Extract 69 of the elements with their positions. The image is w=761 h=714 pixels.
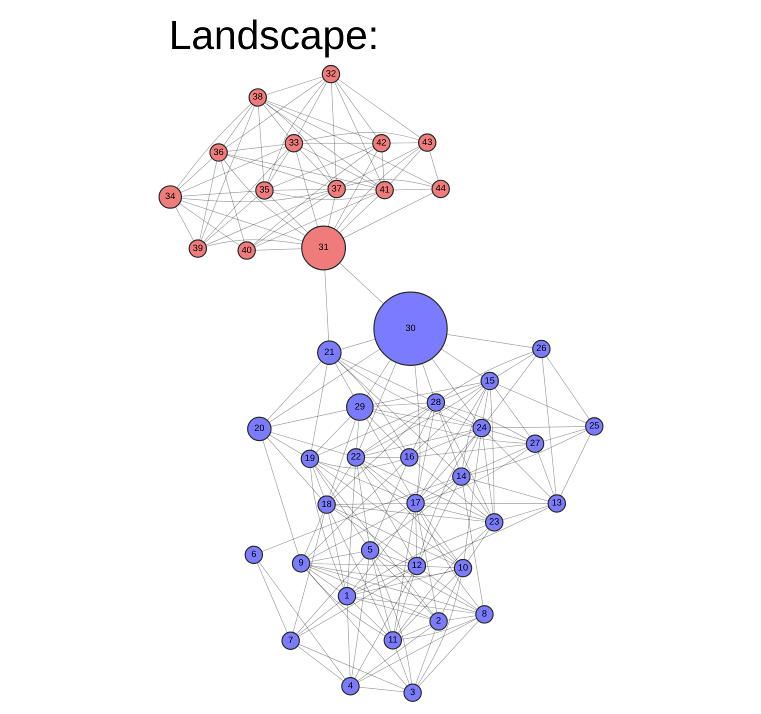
- connector: [258, 562, 346, 680]
- diagram-title: Landscape:: [168, 12, 379, 58]
- connector: [330, 512, 389, 633]
- node-circle: 38: [248, 88, 266, 107]
- connector: [414, 386, 484, 452]
- node-circle: 25: [584, 417, 604, 436]
- connector: [415, 462, 487, 518]
- node-circle: 1: [337, 586, 356, 606]
- connector: [354, 573, 412, 679]
- node-circle: 20: [246, 416, 272, 442]
- node-circle: 31: [300, 226, 346, 270]
- node-circle: 41: [374, 180, 394, 200]
- connector: [225, 78, 324, 148]
- connector: [376, 482, 455, 546]
- node-circle: 4: [340, 677, 360, 696]
- node-circle: 3: [402, 684, 422, 702]
- connector: [268, 348, 380, 423]
- node-circle: 18: [316, 495, 336, 514]
- connector: [344, 146, 420, 186]
- connector: [420, 434, 476, 497]
- node-circle: 17: [406, 494, 424, 512]
- connector: [398, 574, 457, 634]
- node-circle: 5: [360, 541, 379, 560]
- node-circle: 19: [300, 450, 319, 468]
- node-circle: 13: [547, 494, 566, 513]
- connector: [223, 159, 306, 236]
- node-circle: 23: [484, 513, 503, 532]
- connector: [306, 570, 407, 686]
- node-circle: 44: [430, 180, 450, 198]
- connector: [333, 509, 410, 562]
- node-circle: 34: [158, 185, 182, 209]
- node-circle: 35: [254, 181, 274, 200]
- node-circle: 28: [426, 393, 445, 412]
- connector: [253, 194, 330, 246]
- connector: [354, 525, 486, 592]
- node-circle: 21: [316, 340, 342, 366]
- connector: [356, 626, 432, 682]
- node-circle: 30: [372, 292, 448, 366]
- node-circle: 2: [428, 612, 448, 631]
- connector: [205, 192, 328, 246]
- node-circle: 27: [525, 434, 544, 453]
- node-circle: 12: [407, 556, 426, 576]
- node-circle: 43: [417, 133, 436, 152]
- node-circle: 10: [453, 558, 472, 578]
- node-circle: 11: [383, 631, 402, 650]
- node-circle: 15: [480, 372, 498, 390]
- connector: [336, 147, 420, 231]
- node-circle: 24: [472, 418, 490, 438]
- node-circle: 36: [208, 143, 228, 162]
- node-circle: 39: [188, 239, 207, 258]
- node-circle: 9: [291, 554, 310, 573]
- node-circle: 6: [244, 546, 263, 564]
- node-circle: 32: [321, 64, 340, 84]
- node-circle: 42: [372, 134, 390, 152]
- connector: [308, 507, 408, 560]
- node-circle: 29: [346, 393, 374, 421]
- node-circle: 33: [284, 134, 303, 152]
- connector: [397, 528, 488, 634]
- node-circle: 16: [400, 448, 418, 467]
- node-circle: 14: [452, 467, 470, 486]
- node-circle: 37: [326, 180, 346, 198]
- connector: [317, 406, 428, 456]
- node-circle: 40: [236, 241, 256, 260]
- node-circle: 22: [346, 448, 365, 467]
- connector: [272, 146, 374, 188]
- node-circle: 7: [280, 632, 300, 650]
- node-circle: 8: [474, 605, 494, 624]
- node-circle: 26: [532, 340, 550, 358]
- connector: [375, 556, 432, 616]
